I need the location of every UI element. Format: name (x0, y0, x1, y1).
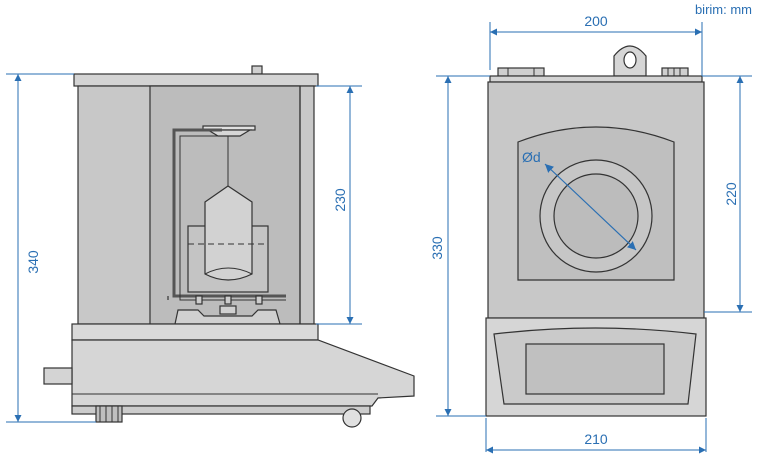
dim-side-height: 340 (25, 250, 41, 274)
side-view (43, 65, 415, 428)
hanging-weight (204, 185, 253, 281)
front-dimensions (436, 22, 752, 454)
display-panel (525, 343, 665, 395)
pan-support (174, 309, 281, 325)
front-top-vent (497, 67, 545, 77)
front-foot (342, 408, 362, 428)
top-knob (251, 65, 263, 75)
dim-front-chamber-height: 220 (723, 182, 739, 206)
leveling-foot (95, 405, 123, 423)
side-top-plate (73, 73, 319, 87)
dim-front-width-bottom: 210 (584, 431, 608, 447)
side-base-body (71, 339, 415, 407)
unit-label: birim: mm (695, 2, 752, 17)
dim-chamber-height: 230 (332, 188, 348, 212)
side-dimensions (6, 73, 362, 423)
pan-inner (553, 173, 639, 259)
dim-front-height: 330 (429, 236, 445, 260)
side-base-top (71, 323, 319, 341)
dim-diameter: Ød (522, 149, 541, 165)
rear-connector (43, 367, 73, 385)
front-view (485, 45, 707, 417)
dim-front-width-top: 200 (584, 13, 608, 29)
